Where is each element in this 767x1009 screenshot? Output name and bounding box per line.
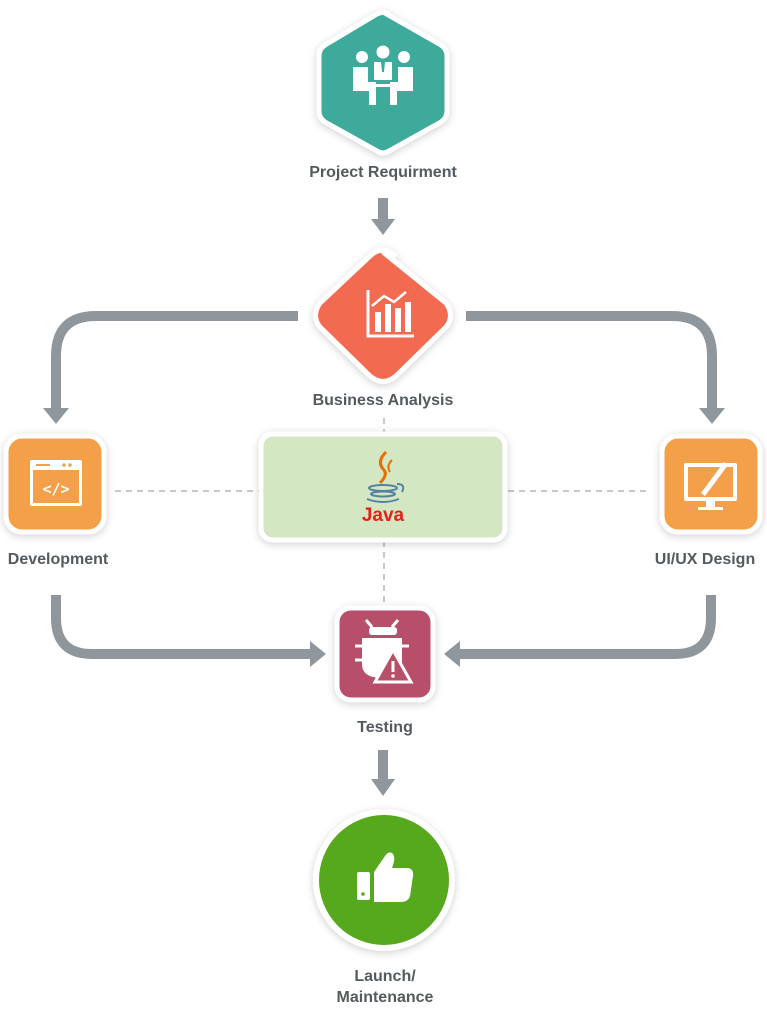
uiux-design-node xyxy=(659,433,763,535)
code-window-icon: </> xyxy=(30,460,82,506)
development-label: Development xyxy=(7,551,109,568)
arrow-design-to-testing xyxy=(458,595,716,659)
business-analysis-node xyxy=(313,247,453,384)
bug-warning-icon xyxy=(355,619,414,684)
arrow-development-to-testing xyxy=(51,595,312,659)
launch-label-line2: Maintenance xyxy=(336,989,434,1006)
arrow-analysis-to-development xyxy=(51,311,298,410)
development-node: </> xyxy=(3,433,107,535)
java-logo-icon: Java xyxy=(362,450,405,526)
testing-node xyxy=(334,605,436,703)
launch-label-line1: Launch/ xyxy=(354,968,416,985)
uiux-design-label: UI/UX Design xyxy=(654,551,756,568)
flow-arrows xyxy=(43,198,725,796)
thumbs-up-icon xyxy=(357,852,414,902)
svg-text:</>: </> xyxy=(42,480,69,498)
java-center-block: Java xyxy=(258,431,508,543)
dashed-connectors xyxy=(115,418,650,606)
project-requirement-label: Project Requirment xyxy=(309,164,457,181)
meeting-people-icon xyxy=(353,45,413,105)
monitor-pen-icon xyxy=(684,462,737,510)
testing-label: Testing xyxy=(357,719,413,736)
business-analysis-label: Business Analysis xyxy=(312,392,454,409)
java-logo-text: Java xyxy=(362,505,405,526)
launch-node xyxy=(313,809,455,951)
project-requirement-node xyxy=(316,9,450,156)
arrow-analysis-to-design xyxy=(466,311,717,410)
bar-chart-icon xyxy=(366,290,414,338)
